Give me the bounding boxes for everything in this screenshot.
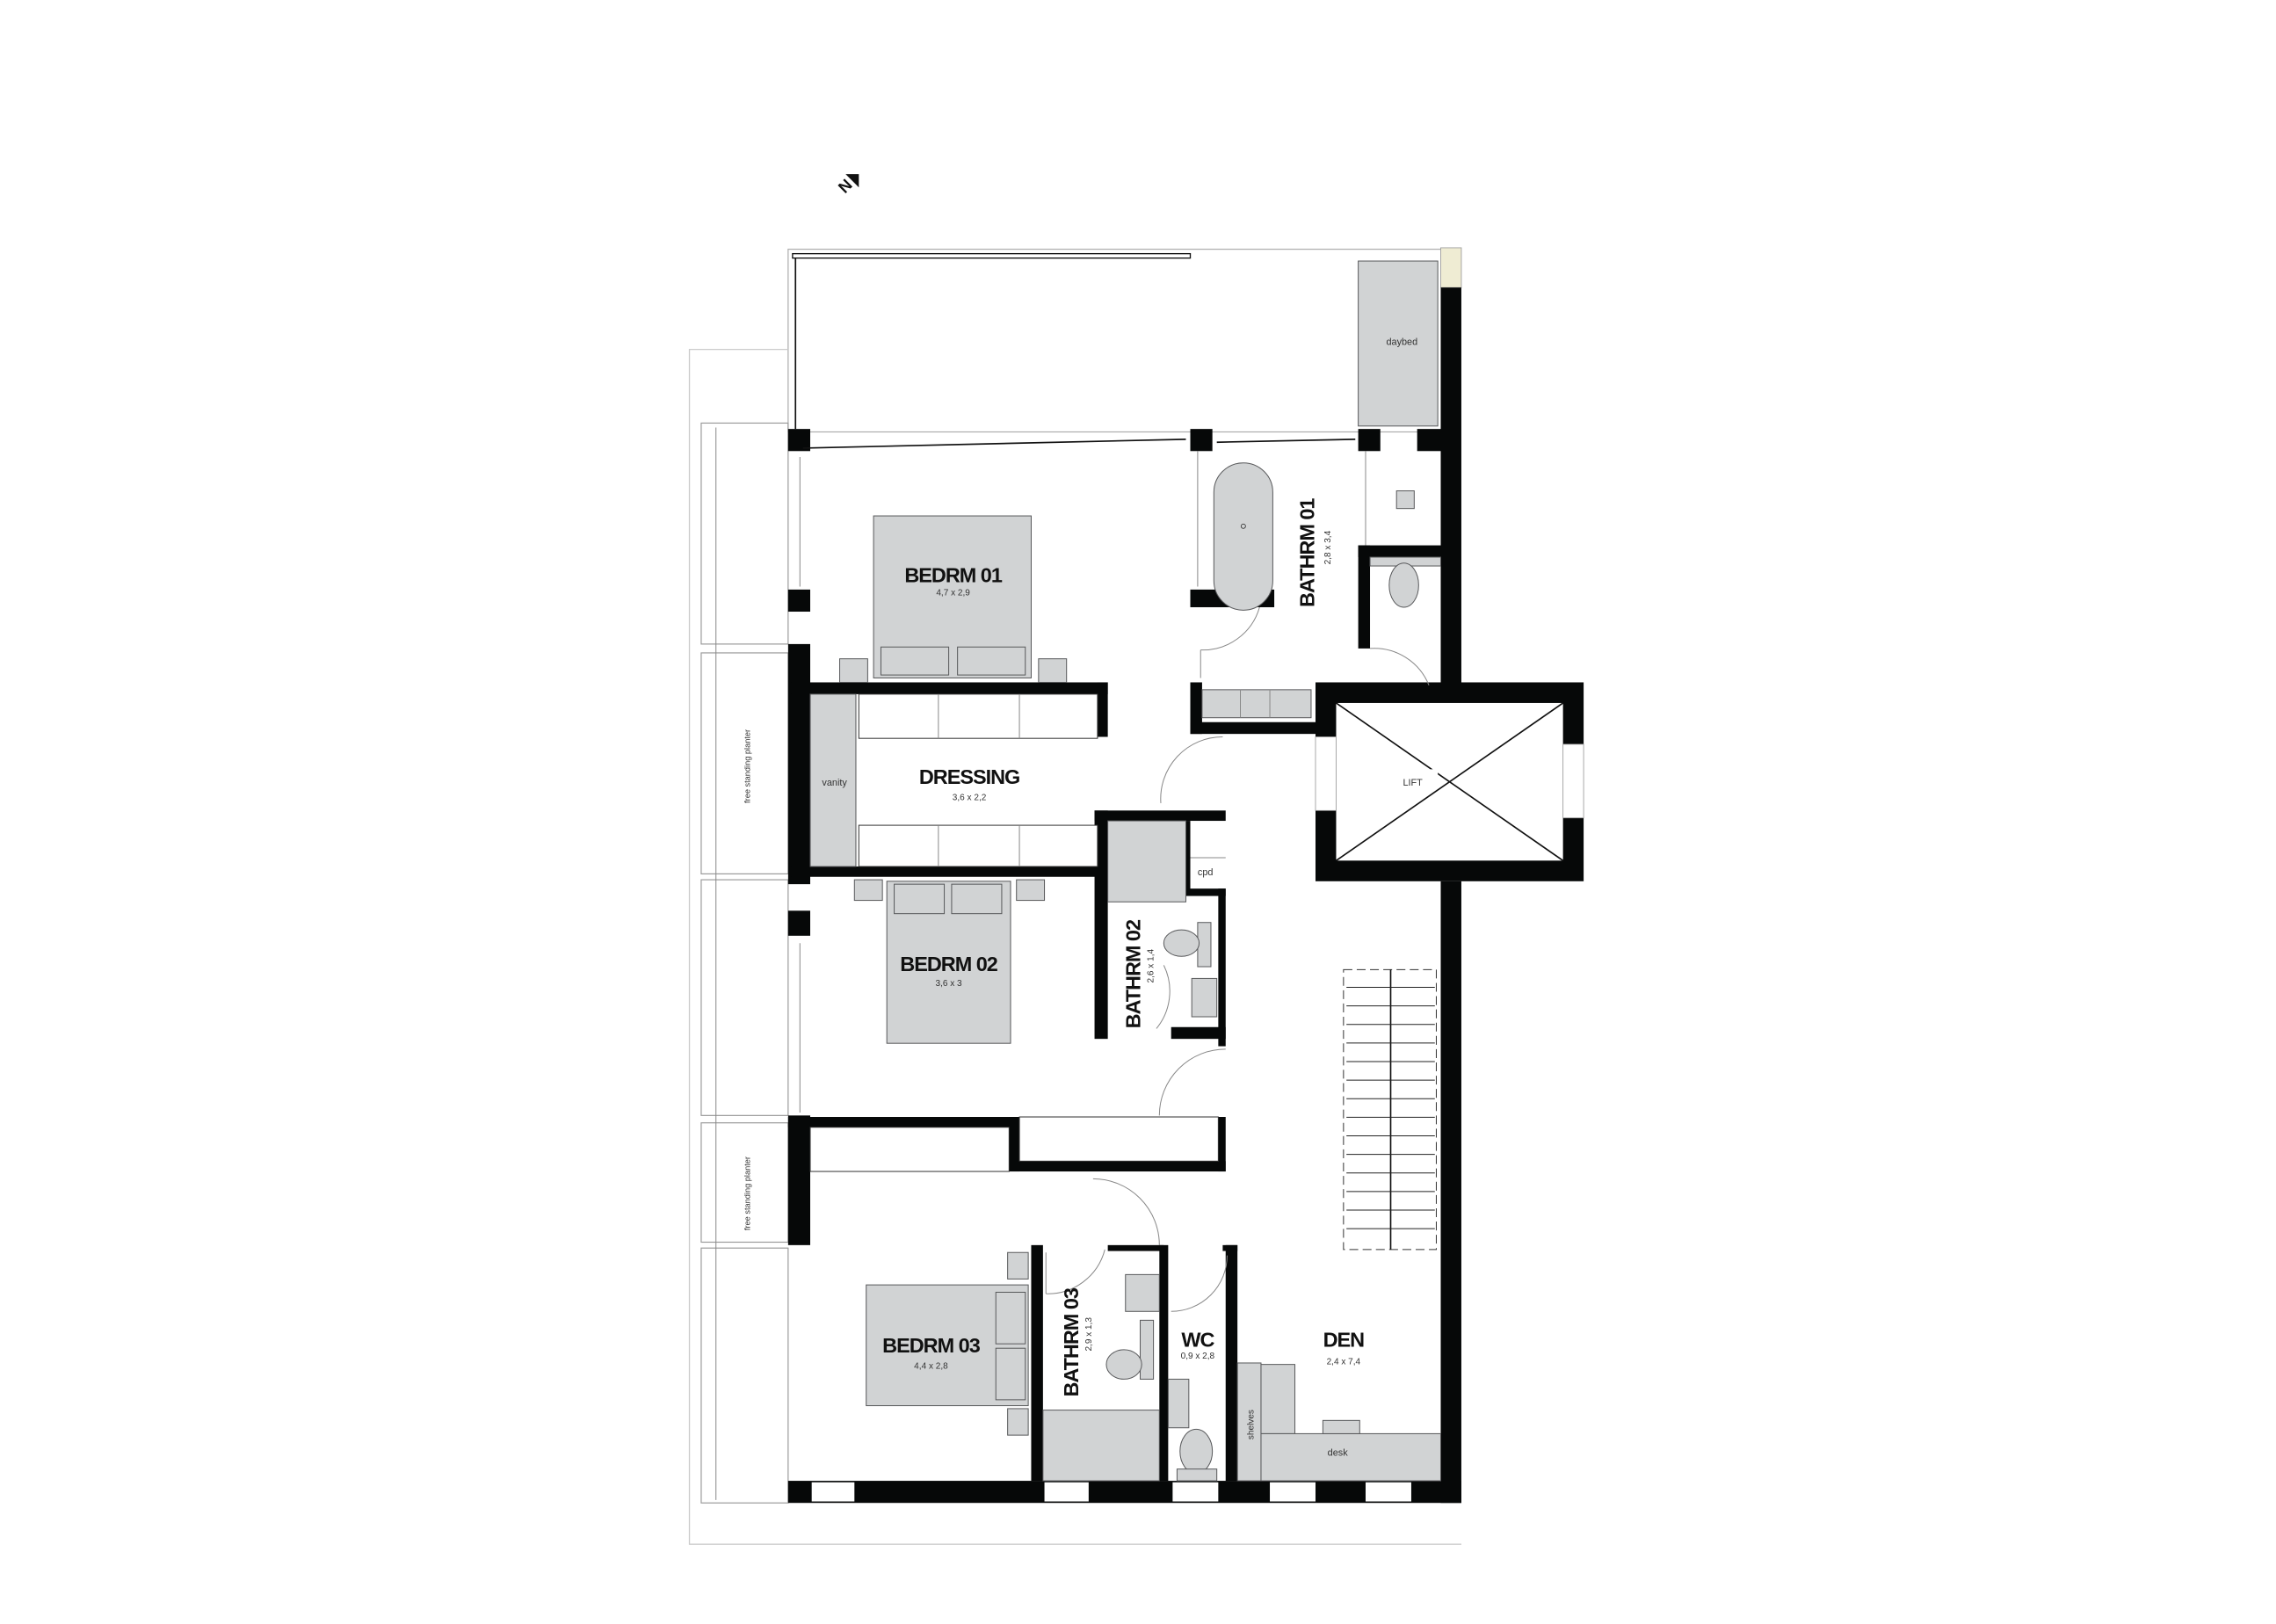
room-size-bedrm02: 3,6 x 3 (935, 979, 962, 989)
lift-label: LIFT (1403, 778, 1423, 788)
room-name-wc: WC (1181, 1329, 1214, 1352)
room-name-dressing: DRESSING (919, 765, 1019, 788)
planter-label-1: free standing planter (743, 729, 751, 803)
toilet-03 (1105, 1319, 1155, 1380)
bathtub (1213, 462, 1273, 611)
desk: desk (1260, 1419, 1441, 1482)
room-name-bedrm01: BEDRM 01 (904, 563, 1003, 586)
planter-label-2: free standing planter (743, 1156, 751, 1230)
shelves-label: shelves (1247, 1410, 1257, 1439)
shelves: shelves (1236, 1362, 1296, 1482)
shower-tap (1395, 490, 1415, 510)
vanity-bath01 (1201, 689, 1312, 719)
room-size-den: 2,4 x 7,4 (1327, 1358, 1361, 1367)
room-name-bathrm01: BATHRM 01 (1295, 498, 1318, 607)
daybed-label: daybed (1386, 337, 1417, 348)
terrace (787, 247, 1462, 433)
vanity-label: vanity (822, 778, 847, 788)
bed-01 (839, 515, 1068, 683)
shower-03 (1042, 1410, 1160, 1482)
wardrobes-lower (809, 1116, 1219, 1172)
toilet-02 (1163, 922, 1218, 1018)
wardrobes (858, 693, 1098, 867)
bed-03 (866, 1251, 1029, 1436)
room-size-bathrm01: 2,8 x 3,4 (1323, 530, 1333, 564)
room-size-bedrm03: 4,4 x 2,8 (914, 1362, 948, 1372)
basin-03 (1125, 1273, 1160, 1312)
room-size-bathrm02: 2,6 x 1,4 (1147, 949, 1156, 983)
shower-02 (1107, 820, 1186, 903)
room-name-bedrm03: BEDRM 03 (882, 1334, 981, 1357)
door-swings (1045, 606, 1430, 1312)
planter-strip: free standing planter free standing plan… (688, 348, 1461, 1545)
north-arrow-icon: N (834, 174, 859, 197)
cpd-label: cpd (1198, 867, 1214, 878)
daybed: daybed (1358, 260, 1439, 427)
lift: LIFT (1335, 702, 1564, 862)
desk-label: desk (1328, 1448, 1349, 1459)
room-size-wc: 0,9 x 2,8 (1181, 1352, 1215, 1361)
room-name-bathrm03: BATHRM 03 (1060, 1287, 1083, 1396)
room-size-bathrm03: 2,9 x 1,3 (1084, 1317, 1094, 1352)
toilet-01 (1369, 556, 1441, 608)
room-size-dressing: 3,6 x 2,2 (953, 794, 987, 803)
room-name-bedrm02: BEDRM 02 (900, 953, 998, 975)
room-name-den: DEN (1323, 1329, 1365, 1352)
room-name-bathrm02: BATHRM 02 (1122, 919, 1145, 1028)
staircase (1343, 968, 1437, 1251)
room-size-bedrm01: 4,7 x 2,9 (936, 589, 970, 598)
toilet-wc (1167, 1378, 1218, 1482)
bed-02 (853, 879, 1046, 1044)
vanity: vanity (809, 693, 857, 867)
